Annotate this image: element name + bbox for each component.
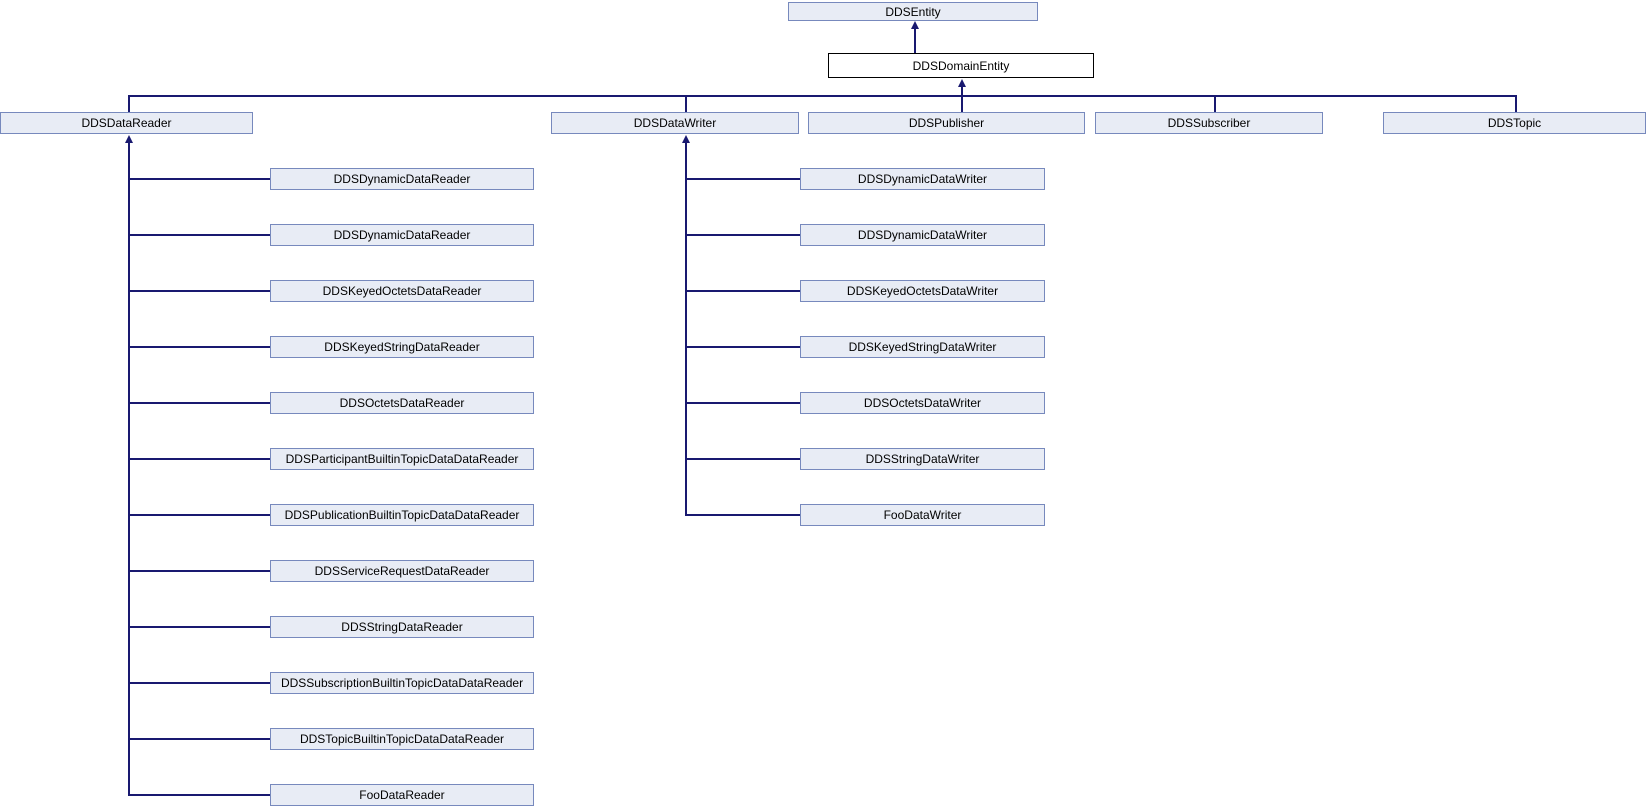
edge-branch (128, 682, 270, 684)
edge-branch (128, 458, 270, 460)
class-node-ddsdomainentity-current: DDSDomainEntity (828, 53, 1094, 78)
class-node-ddsparticipantbuiltintopicdatadatareader[interactable]: DDSParticipantBuiltinTopicDataDataReader (270, 448, 534, 470)
edge-domainentity-to-entity (914, 28, 916, 53)
edge-branch (128, 290, 270, 292)
class-node-ddstopic[interactable]: DDSTopic (1383, 112, 1646, 134)
class-node-ddsdynamicdatareader[interactable]: DDSDynamicDataReader (270, 168, 534, 190)
class-node-foodatareader[interactable]: FooDataReader (270, 784, 534, 806)
class-node-ddskeyedoctetsdatareader[interactable]: DDSKeyedOctetsDataReader (270, 280, 534, 302)
arrowhead-up-icon (682, 135, 690, 143)
class-node-ddstopicbuiltintopicdatadatareader[interactable]: DDSTopicBuiltinTopicDataDataReader (270, 728, 534, 750)
edge-branch (685, 402, 800, 404)
edge-branch (128, 738, 270, 740)
class-node-ddsdynamicdatawriter[interactable]: DDSDynamicDataWriter (800, 224, 1045, 246)
class-node-ddspublisher[interactable]: DDSPublisher (808, 112, 1085, 134)
class-node-ddsstringdatawriter[interactable]: DDSStringDataWriter (800, 448, 1045, 470)
edge-bus-to-domainentity (961, 86, 963, 112)
class-node-ddskeyedstringdatareader[interactable]: DDSKeyedStringDataReader (270, 336, 534, 358)
class-node-ddsoctetsdatawriter[interactable]: DDSOctetsDataWriter (800, 392, 1045, 414)
class-node-ddspublicationbuiltintopicdatadatareader[interactable]: DDSPublicationBuiltinTopicDataDataReader (270, 504, 534, 526)
edge-branch (128, 178, 270, 180)
class-node-ddsdynamicdatareader[interactable]: DDSDynamicDataReader (270, 224, 534, 246)
edge-branch (685, 178, 800, 180)
edge-branch (685, 234, 800, 236)
class-node-ddskeyedstringdatawriter[interactable]: DDSKeyedStringDataWriter (800, 336, 1045, 358)
arrowhead-up-icon (911, 21, 919, 29)
edge-branch (128, 794, 270, 796)
class-node-foodatawriter[interactable]: FooDataWriter (800, 504, 1045, 526)
edge-branch (128, 570, 270, 572)
class-node-ddsdynamicdatawriter[interactable]: DDSDynamicDataWriter (800, 168, 1045, 190)
edge-branch (685, 458, 800, 460)
arrowhead-up-icon (125, 135, 133, 143)
edge-stub-datareader (128, 95, 130, 112)
edge-stub-topic (1515, 95, 1517, 112)
edge-branch (685, 514, 800, 516)
class-node-ddssubscriptionbuiltintopicdatadatareader[interactable]: DDSSubscriptionBuiltinTopicDataDataReade… (270, 672, 534, 694)
edge-spine (128, 141, 130, 796)
edge-branch (128, 626, 270, 628)
edge-stub-subscriber (1214, 95, 1216, 112)
edge-branch (128, 346, 270, 348)
edge-branch (128, 514, 270, 516)
class-node-ddsstringdatareader[interactable]: DDSStringDataReader (270, 616, 534, 638)
class-node-ddsdatareader[interactable]: DDSDataReader (0, 112, 253, 134)
edge-spine (685, 141, 687, 516)
class-node-ddskeyedoctetsdatawriter[interactable]: DDSKeyedOctetsDataWriter (800, 280, 1045, 302)
class-node-ddsdatawriter[interactable]: DDSDataWriter (551, 112, 799, 134)
class-node-ddsentity[interactable]: DDSEntity (788, 2, 1038, 21)
edge-branch (128, 234, 270, 236)
edge-branch (128, 402, 270, 404)
class-node-ddsoctetsdatareader[interactable]: DDSOctetsDataReader (270, 392, 534, 414)
class-node-ddssubscriber[interactable]: DDSSubscriber (1095, 112, 1323, 134)
arrowhead-up-icon (958, 79, 966, 87)
edge-branch (685, 290, 800, 292)
edge-stub-datawriter (685, 95, 687, 112)
class-node-ddsservicerequestdatareader[interactable]: DDSServiceRequestDataReader (270, 560, 534, 582)
edge-children-bus (128, 95, 1517, 97)
edge-branch (685, 346, 800, 348)
